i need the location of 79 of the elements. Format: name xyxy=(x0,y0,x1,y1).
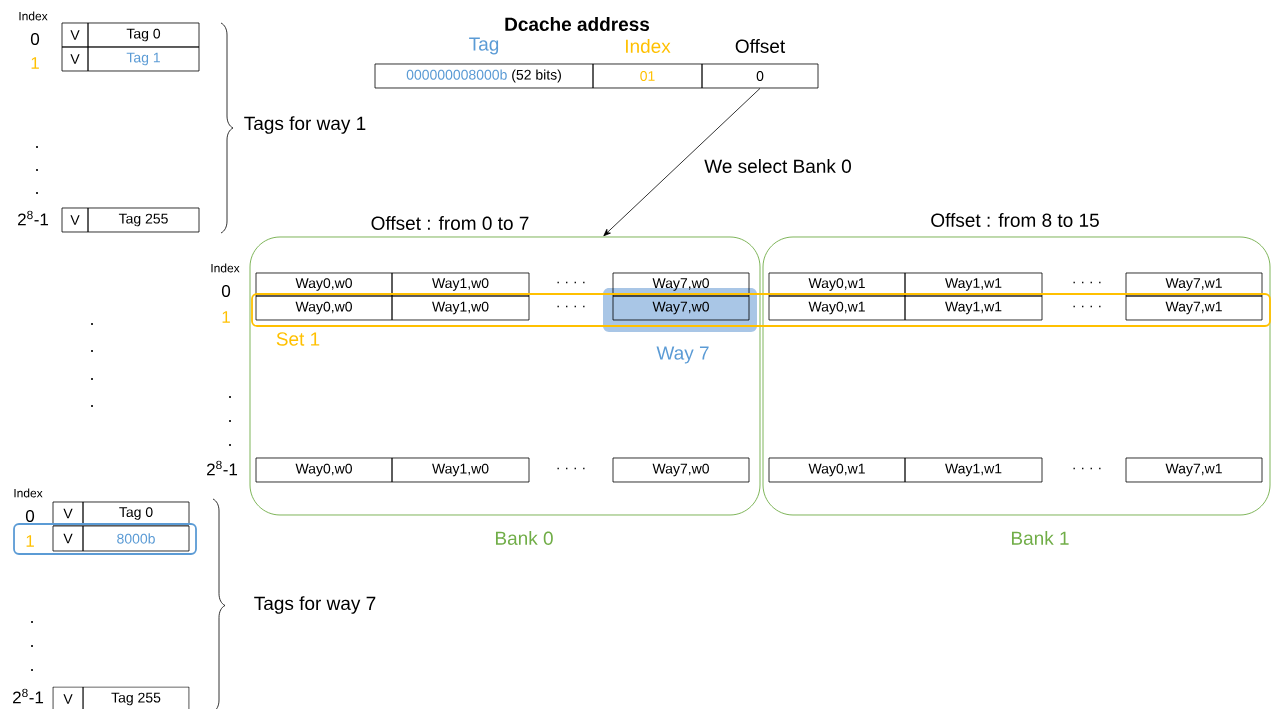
address-field: 000000008000b (52 bits) xyxy=(374,63,594,89)
ellipsis: · · · · xyxy=(1073,281,1101,284)
table-cell: Tag 255 xyxy=(87,207,200,233)
address-field: 01 xyxy=(592,63,703,89)
table-cell: Way7,w1 xyxy=(1125,457,1263,483)
ellipsis-dot: . xyxy=(36,192,38,194)
table-cell: Way7,w0 xyxy=(612,295,750,321)
ellipsis-dot: . xyxy=(36,146,38,148)
table-cell: Way0,w0 xyxy=(255,272,393,297)
ellipsis-dot: . xyxy=(36,169,38,171)
arrow xyxy=(603,88,761,237)
table-cell: Way0,w0 xyxy=(255,295,393,321)
row-index: 2$^{8}$-1 xyxy=(13,688,44,704)
ellipsis: · · · · xyxy=(1073,467,1101,470)
ellipsis: · · · · xyxy=(1073,305,1101,308)
index-heading: Index xyxy=(19,11,48,21)
ellipsis-dot: . xyxy=(31,669,33,671)
ellipsis-dot: . xyxy=(91,378,93,380)
ellipsis-dot: . xyxy=(91,350,93,352)
table-cell: Way1,w0 xyxy=(391,295,530,321)
bank-heading: Offset : from 0 to 7 xyxy=(371,216,529,230)
row-index: 2$^{8}$-1 xyxy=(18,210,49,226)
row-index: 0 xyxy=(30,33,40,45)
table-cell: Way1,w1 xyxy=(904,295,1043,321)
table-cell: Way0,w1 xyxy=(768,457,906,483)
address-field: 0 xyxy=(701,63,819,89)
ellipsis-dot: . xyxy=(31,645,33,647)
table-cell: Way0,w1 xyxy=(768,295,906,321)
ellipsis-dot: . xyxy=(229,420,231,422)
bank-name: Bank 0 xyxy=(496,531,553,545)
index-heading: Index xyxy=(211,263,240,273)
table-cell: Way1,w0 xyxy=(391,457,530,483)
row-index: 2$^{8}$-1 xyxy=(207,460,238,476)
edge-label: We select Bank 0 xyxy=(702,157,854,175)
table-cell: Way7,w1 xyxy=(1125,272,1263,297)
table-cell: Tag 255 xyxy=(82,686,190,709)
row-index: 0 xyxy=(221,285,231,297)
table-cell: Way7,w0 xyxy=(612,457,750,483)
row-index: 1 xyxy=(26,535,34,547)
way-label: Way 7 xyxy=(656,346,709,364)
index-heading: Index xyxy=(14,488,43,498)
field-heading: Offset xyxy=(735,39,786,53)
set-label: Set 1 xyxy=(276,332,320,346)
table-cell: Way1,w0 xyxy=(391,272,530,297)
table-cell: V xyxy=(52,501,84,526)
table-cell: Tag 1 xyxy=(87,46,200,72)
ellipsis-dot: . xyxy=(229,396,231,398)
table-cell: V xyxy=(52,686,84,709)
brace-label: Tags for way 1 xyxy=(244,116,366,134)
ellipsis-dot: . xyxy=(91,405,93,407)
table-cell: Way1,w1 xyxy=(904,457,1043,483)
ellipsis-dot: . xyxy=(91,323,93,325)
ellipsis: · · · · xyxy=(557,281,585,284)
table-cell: 8000b xyxy=(82,525,190,552)
ellipsis-dot: . xyxy=(229,444,231,446)
table-cell: V xyxy=(52,525,84,552)
table-cell: Way0,w0 xyxy=(255,457,393,483)
ellipsis: · · · · xyxy=(557,467,585,470)
table-cell: Way7,w1 xyxy=(1125,295,1263,321)
ellipsis-dot: . xyxy=(31,621,33,623)
field-heading: Tag xyxy=(469,37,499,55)
brace-label: Tags for way 7 xyxy=(254,596,376,614)
table-cell: Tag 0 xyxy=(82,501,190,526)
row-index: 0 xyxy=(25,509,35,522)
row-index: 1 xyxy=(31,57,39,69)
bank-heading: Offset : from 8 to 15 xyxy=(931,213,1099,227)
title: Dcache address xyxy=(505,17,650,31)
bank-name: Bank 1 xyxy=(1012,531,1069,545)
table-cell: Way7,w0 xyxy=(612,272,750,297)
table-cell: V xyxy=(61,46,89,72)
table-cell: V xyxy=(61,22,89,48)
row-index: 1 xyxy=(222,311,230,323)
table-cell: Tag 0 xyxy=(87,22,200,48)
ellipsis: · · · · xyxy=(557,305,585,308)
field-heading: Index xyxy=(626,39,671,53)
set-outline xyxy=(251,293,1271,327)
table-cell: V xyxy=(61,207,89,233)
table-cell: Way1,w1 xyxy=(904,272,1043,297)
table-cell: Way0,w1 xyxy=(768,272,906,297)
